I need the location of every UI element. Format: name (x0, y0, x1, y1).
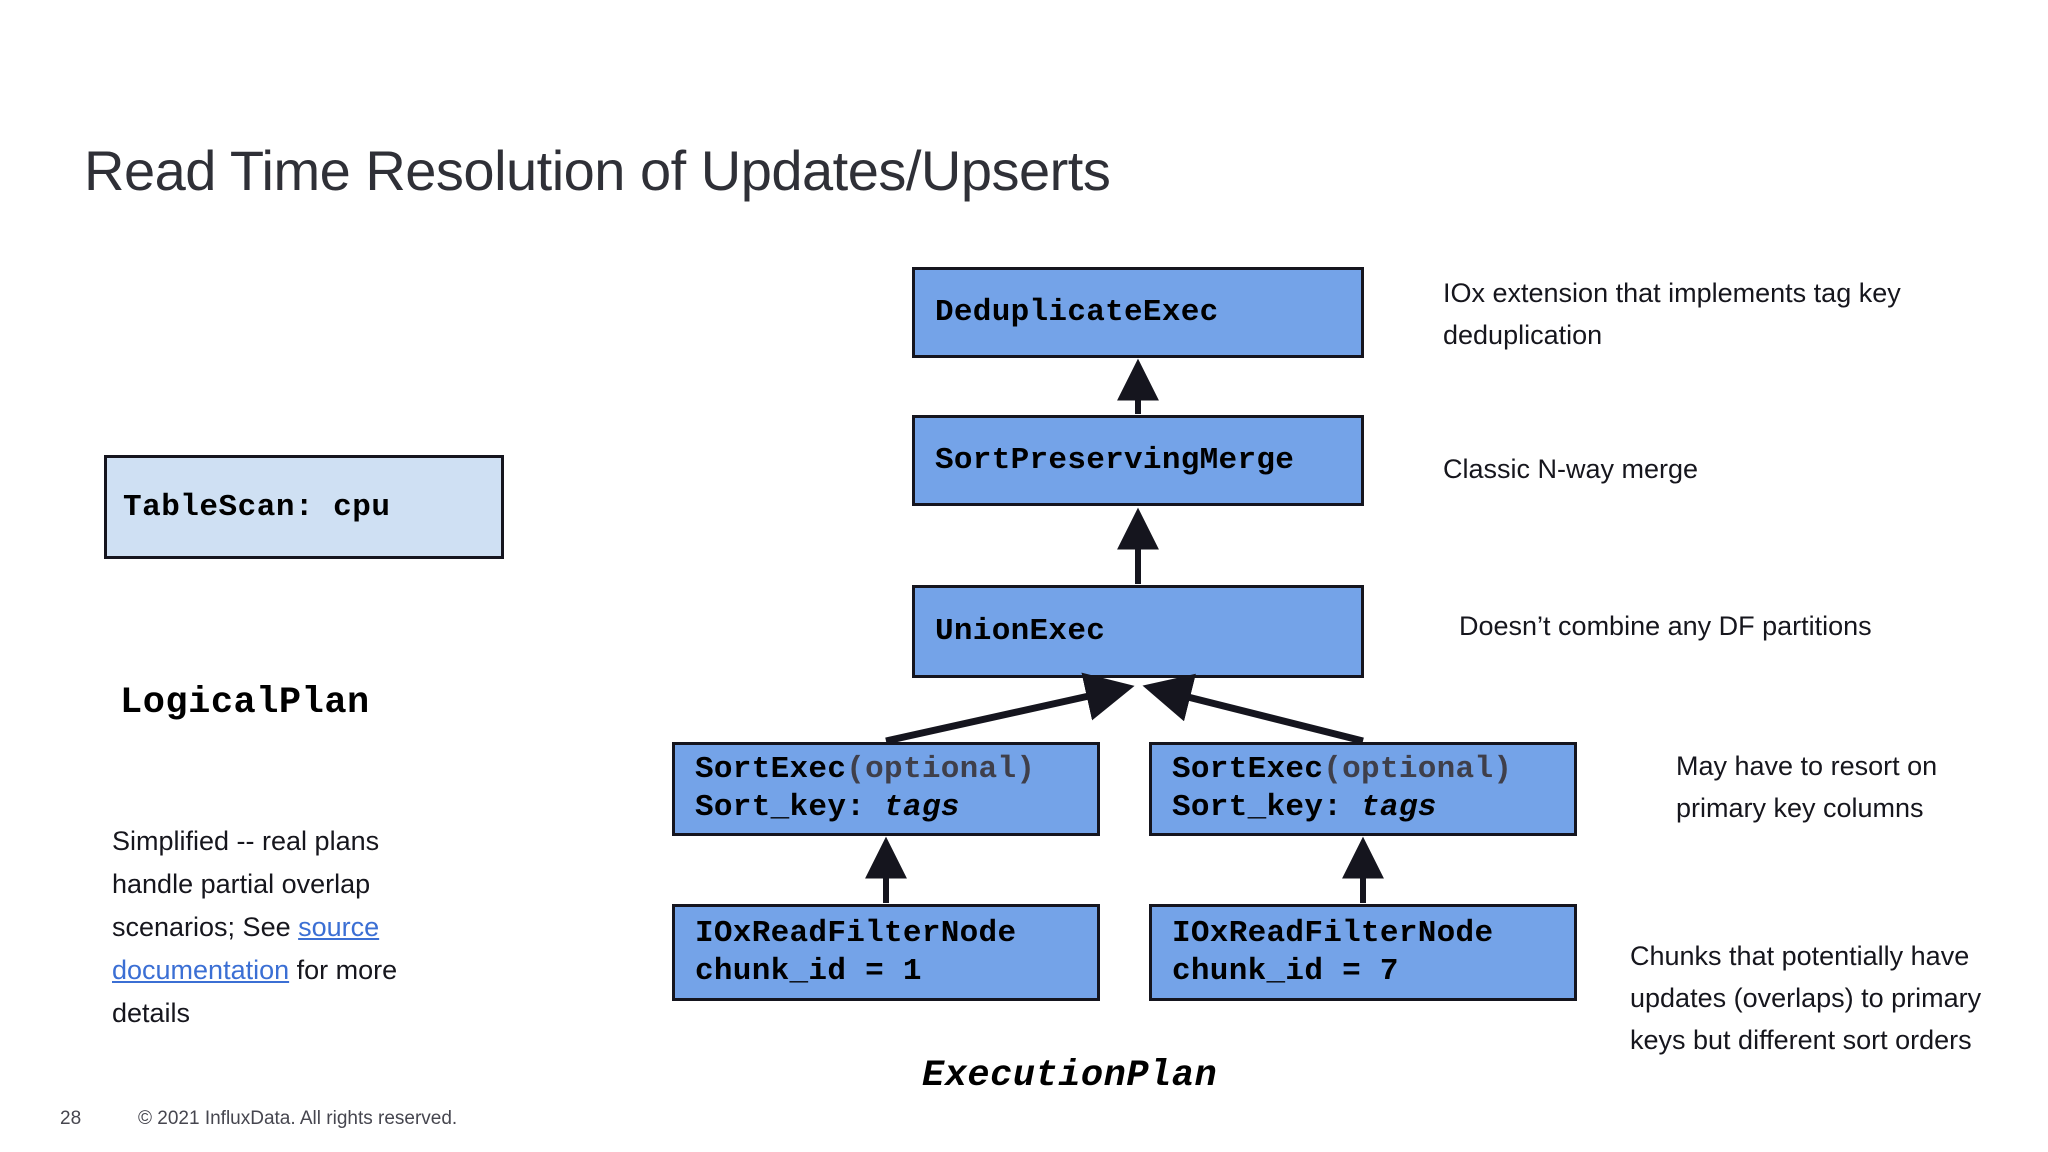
exec-node-deduplicate-exec: DeduplicateExec (912, 267, 1364, 358)
exec-node-sort-exec-left: SortExec(optional) Sort_key: tags (672, 742, 1100, 836)
footer-page-number: 28 (60, 1108, 82, 1129)
arrow-sort-right-to-union (1142, 673, 1364, 745)
sort-exec-left-line1: SortExec(optional) (695, 751, 1097, 789)
exec-node-read-filter-right: IOxReadFilterNode chunk_id = 7 (1149, 904, 1577, 1001)
execution-plan-label: ExecutionPlan (922, 1055, 1218, 1097)
footer-copyright: © 2021 InfluxData. All rights reserved. (138, 1108, 458, 1129)
source-documentation-link[interactable]: source documentation (112, 912, 380, 985)
annotation-sort-exec: May have to resort on primary key column… (1676, 751, 1938, 823)
sort-exec-right-line1: SortExec(optional) (1172, 751, 1574, 789)
exec-node-sort-exec-right: SortExec(optional) Sort_key: tags (1149, 742, 1577, 836)
annotation-read-filter: Chunks that potentially have updates (ov… (1630, 941, 1982, 1055)
read-filter-left-line1: IOxReadFilterNode (695, 915, 1017, 951)
exec-node-read-filter-left: IOxReadFilterNode chunk_id = 1 (672, 904, 1100, 1001)
read-filter-left-line2: chunk_id = 1 (695, 953, 922, 989)
union-exec-label: UnionExec (935, 613, 1106, 649)
sort-exec-left-line2: Sort_key: tags (695, 789, 1097, 827)
sort-exec-right-optional: (optional) (1323, 752, 1513, 787)
logical-plan-tablescan-box: TableScan: cpu (104, 455, 504, 559)
sort-exec-right-line2: Sort_key: tags (1172, 789, 1574, 827)
sort-exec-right-key-label: Sort_key: (1172, 790, 1362, 825)
arrow-sort-left-to-union (885, 672, 1135, 745)
sort-exec-left-name: SortExec (695, 752, 847, 787)
read-filter-right-line2: chunk_id = 7 (1172, 953, 1399, 989)
deduplicate-exec-label: DeduplicateExec (935, 294, 1219, 330)
read-filter-right-line1: IOxReadFilterNode (1172, 915, 1494, 951)
sort-preserving-merge-label: SortPreservingMerge (935, 442, 1295, 478)
sort-exec-left-optional: (optional) (846, 752, 1036, 787)
page-title: Read Time Resolution of Updates/Upserts (84, 139, 1111, 202)
sort-exec-left-key-label: Sort_key: (695, 790, 885, 825)
logical-plan-label: LogicalPlan (120, 682, 370, 724)
note-text-after-link: for more details (112, 955, 398, 1028)
note-text-before-link: Simplified -- real plans handle partial … (112, 826, 380, 942)
annotation-union: Doesn’t combine any DF partitions (1459, 611, 1872, 641)
annotation-sort-preserving-merge: Classic N-way merge (1443, 454, 1699, 484)
annotation-deduplicate: IOx extension that implements tag key de… (1443, 278, 1901, 350)
sort-exec-left-key-value: tags (884, 790, 960, 825)
exec-node-sort-preserving-merge: SortPreservingMerge (912, 415, 1364, 506)
sort-exec-right-key-value: tags (1361, 790, 1437, 825)
tablescan-label: TableScan: cpu (123, 489, 391, 525)
logical-plan-note: Simplified -- real plans handle partial … (112, 820, 402, 1035)
exec-node-union-exec: UnionExec (912, 585, 1364, 678)
sort-exec-right-name: SortExec (1172, 752, 1324, 787)
